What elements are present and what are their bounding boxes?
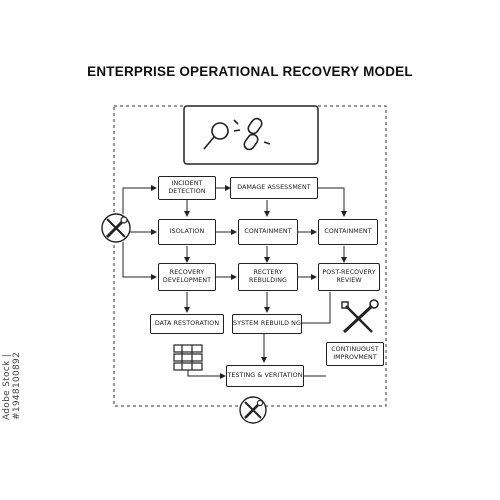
node-testing-verification: TESTING & VERITATION [226, 365, 304, 387]
node-recovery-development: RECOVERY DEVELOPMENT [158, 263, 216, 291]
node-incident-detection: INCIDENT DETECTION [158, 176, 216, 200]
node-system-rebuilding: SYSTEM REBUILD NG [232, 314, 302, 334]
node-continuous-improvement: CONTINUOUST IMPROVMENT [326, 342, 384, 366]
node-containment-1: CONTAINMENT [238, 219, 298, 245]
node-data-restoration: DATA RESTORATION [150, 314, 224, 334]
server-stack-icon [173, 344, 203, 371]
connectors [122, 185, 347, 379]
node-containment-2: CONTAINMENT [318, 219, 378, 245]
node-post-recovery-review: POST-RECOVERY REVIEW [318, 263, 380, 291]
diagram-title: ENTERPRISE OPERATIONAL RECOVERY MODEL [87, 64, 413, 79]
node-damage-assessment: DAMAGE ASSESSMENT [230, 177, 318, 199]
broken-chain-icon [233, 117, 271, 151]
magnifier-icon [203, 122, 229, 150]
crossed-tools-icon-bottom [239, 396, 267, 424]
stock-watermark: Adobe Stock | #1948100892 [2, 351, 22, 420]
crossed-tools-icon-left [101, 213, 131, 243]
wrench-screwdriver-icon [341, 299, 379, 334]
node-rectery-rebuilding: RECTERY REBULDING [238, 263, 298, 291]
node-isolation: ISOLATION [158, 219, 216, 245]
